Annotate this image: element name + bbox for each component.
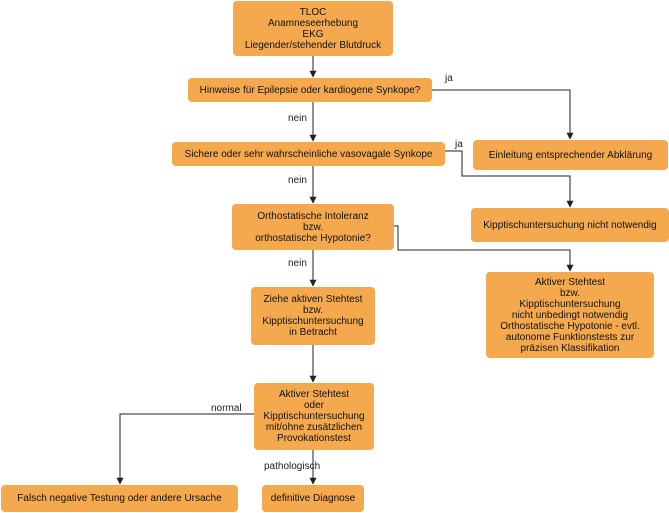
edge-label-normal: normal — [211, 403, 242, 414]
edge-label-ja-epilepsy: ja — [445, 73, 453, 84]
node-active-stand: Aktiver Stehtest bzw. Kipptischuntersuch… — [486, 272, 654, 358]
node-definitive-diagnosis: definitive Diagnose — [262, 485, 364, 512]
node-consider-test: Ziehe aktiven Stehtest bzw. Kipptischunt… — [251, 287, 375, 345]
arrow-epilepsy-ja-to-workup — [432, 89, 574, 140]
node-false-negative: Falsch negative Testung oder andere Ursa… — [1, 485, 238, 512]
node-start: TLOC Anamneseerhebung EKG Liegender/steh… — [233, 1, 393, 56]
edge-label-ja-vasovagal: ja — [455, 139, 463, 150]
edge-label-nein-epilepsy: nein — [288, 113, 307, 124]
edge-label-nein-vasovagal: nein — [288, 175, 307, 186]
node-test: Aktiver Stehtest oder Kipptischuntersuch… — [254, 383, 374, 450]
node-epilepsy-question: Hinweise für Epilepsie oder kardiogene S… — [188, 78, 432, 102]
edge-label-pathologisch: pathologisch — [264, 461, 321, 472]
node-vasovagal-question: Sichere oder sehr wahrscheinliche vasova… — [172, 142, 445, 166]
node-workup: Einleitung entsprechender Abklärung — [473, 140, 668, 170]
arrow-vasovagal-ja-to-tilt — [445, 150, 574, 208]
edge-label-nein-orthostatic: nein — [288, 258, 307, 269]
node-orthostatic-question: Orthostatische Intoleranz bzw. orthostat… — [232, 204, 394, 250]
arrow-test-normal-to-false-negative — [116, 413, 254, 485]
node-tilt-not-needed: Kipptischuntersuchung nicht notwendig — [471, 208, 669, 242]
